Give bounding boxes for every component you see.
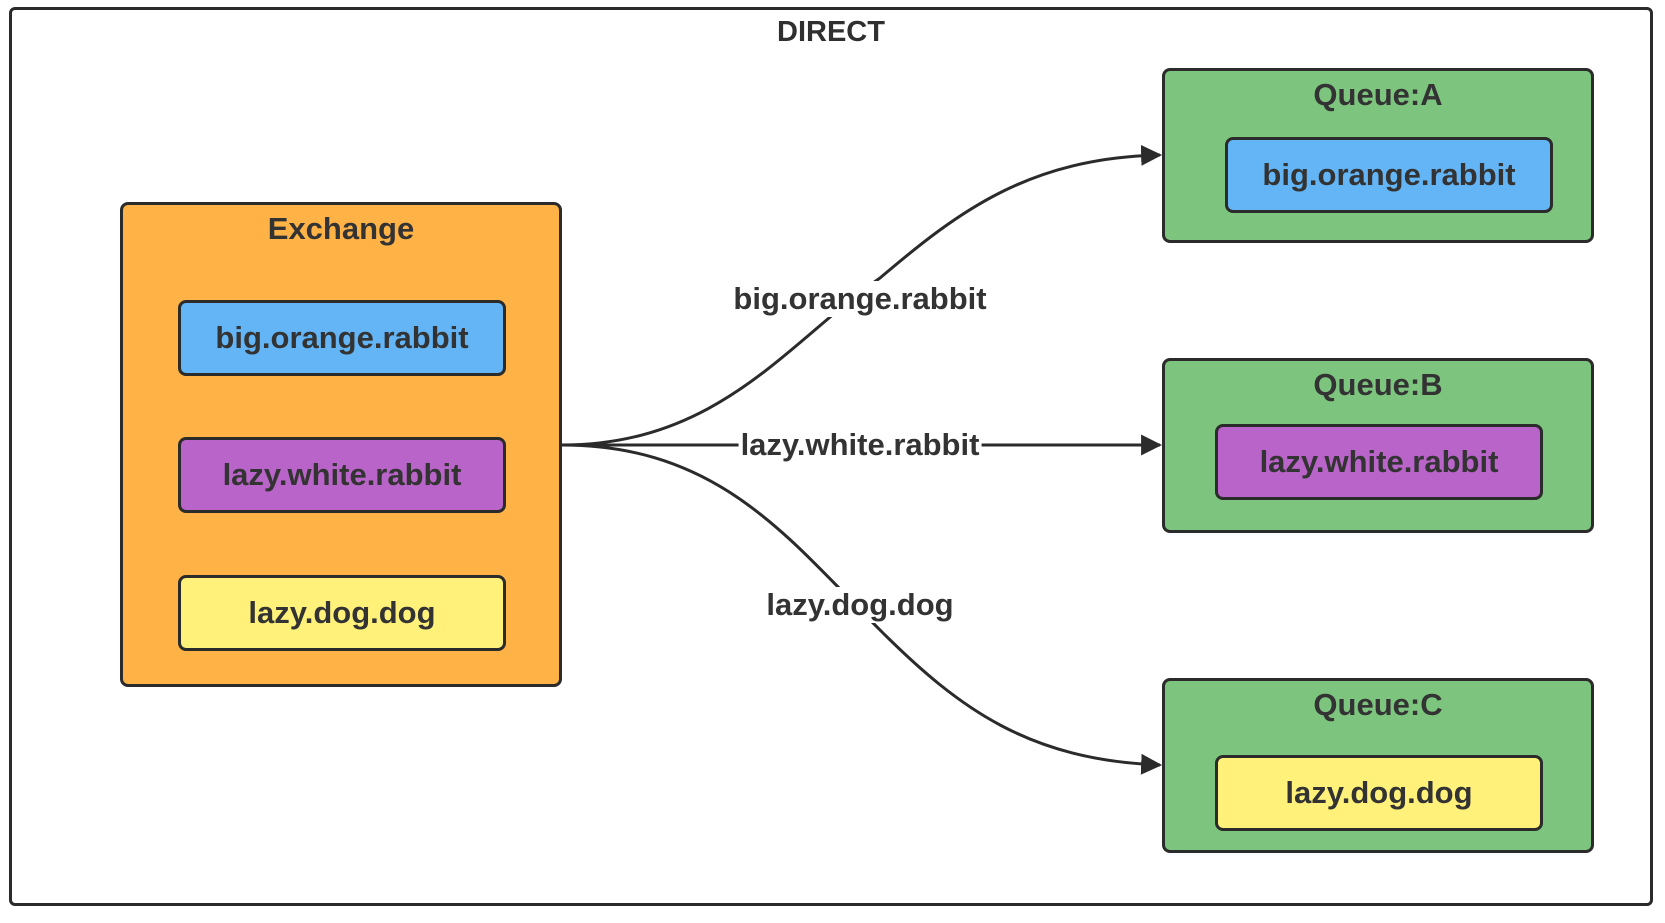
- exchange-box[interactable]: Exchange big.orange.rabbit lazy.white.ra…: [120, 202, 562, 687]
- queue-c-box[interactable]: Queue:C lazy.dog.dog: [1162, 678, 1594, 853]
- edge-label-queue-c: lazy.dog.dog: [764, 587, 956, 623]
- queue-b-box[interactable]: Queue:B lazy.white.rabbit: [1162, 358, 1594, 533]
- edge-to-queue-c: [561, 443, 1163, 775]
- queue-c-key[interactable]: lazy.dog.dog: [1215, 755, 1543, 831]
- queue-b-key[interactable]: lazy.white.rabbit: [1215, 424, 1543, 500]
- queue-a-title: Queue:A: [1313, 77, 1443, 112]
- edge-label-queue-a: big.orange.rabbit: [731, 281, 989, 317]
- diagram-title: DIRECT: [777, 16, 885, 48]
- edge-label-queue-b: lazy.white.rabbit: [738, 427, 982, 463]
- exchange-key-big-orange-rabbit[interactable]: big.orange.rabbit: [178, 300, 506, 376]
- exchange-key-lazy-white-rabbit[interactable]: lazy.white.rabbit: [178, 437, 506, 513]
- queue-a-box[interactable]: Queue:A big.orange.rabbit: [1162, 68, 1594, 243]
- exchange-key-lazy-dog-dog[interactable]: lazy.dog.dog: [178, 575, 506, 651]
- edge-to-queue-a: [561, 144, 1163, 447]
- exchange-title: Exchange: [267, 211, 415, 246]
- queue-a-key[interactable]: big.orange.rabbit: [1225, 137, 1553, 213]
- queue-b-title: Queue:B: [1313, 367, 1443, 402]
- queue-c-title: Queue:C: [1313, 687, 1443, 722]
